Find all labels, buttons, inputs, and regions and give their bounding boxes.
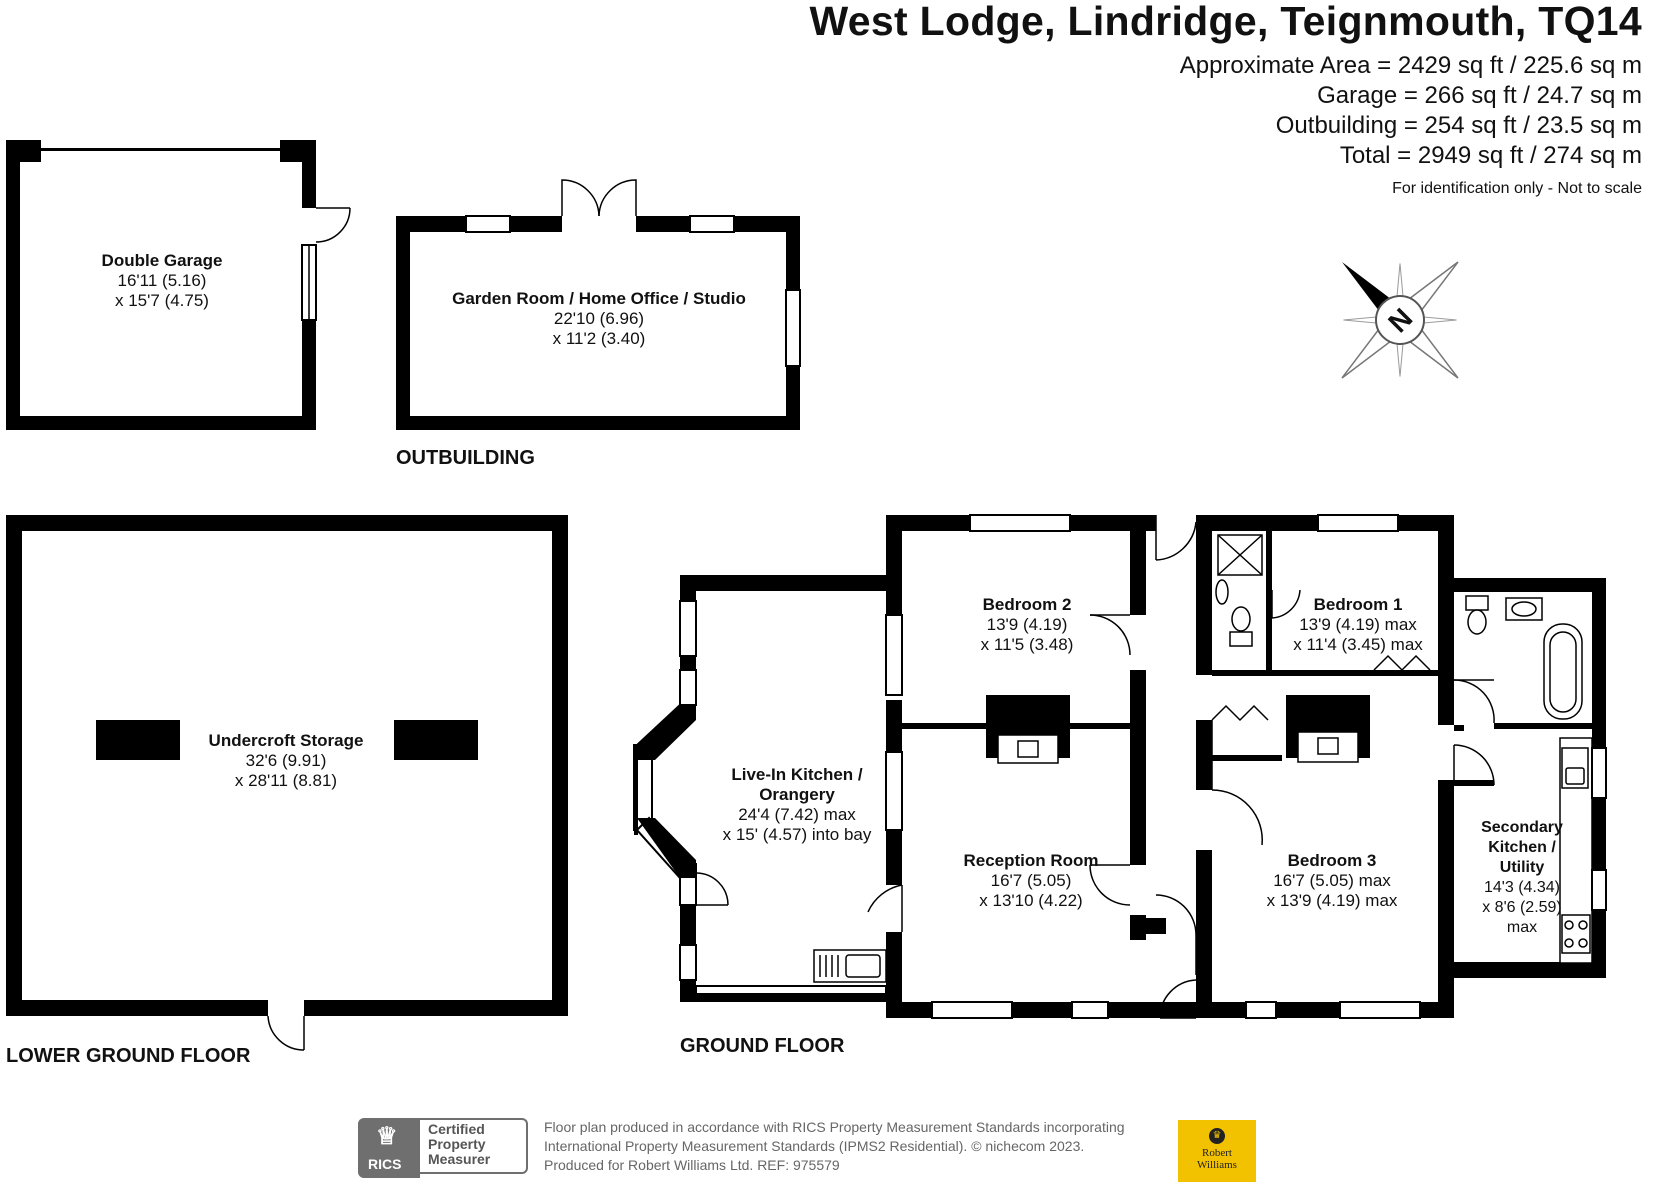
room-label-garden-room: Garden Room / Home Office / Studio 22'10…	[452, 289, 746, 349]
room-dimension: 24'4 (7.42) max	[738, 805, 856, 824]
kitchen-reception-door	[867, 884, 903, 932]
bathroom-utility-doors	[1453, 679, 1495, 786]
legal-notice: Floor plan produced in accordance with R…	[544, 1118, 1125, 1175]
utility-windows	[1591, 747, 1607, 911]
kitchen-bay-outline	[634, 705, 696, 878]
garage-door	[315, 207, 351, 243]
room-dimension: 16'7 (5.05)	[990, 871, 1072, 890]
legal-line: International Property Measurement Stand…	[544, 1138, 1085, 1154]
hallway-walls	[1146, 515, 1196, 1018]
compass-icon	[1341, 261, 1459, 379]
reception-fireplace	[997, 734, 1059, 764]
room-dimension: x 28'11 (8.81)	[234, 771, 338, 790]
room-label-bedroom-3: Bedroom 3 16'7 (5.05) max x 13'9 (4.19) …	[1267, 851, 1398, 911]
badge-line: Measurer	[428, 1151, 491, 1167]
room-dimension: 14'3 (4.34)	[1484, 879, 1560, 896]
bedroom2-window	[969, 514, 1071, 532]
room-dimension: x 13'9 (4.19) max	[1266, 891, 1398, 910]
room-dimension: 22'10 (6.96)	[553, 309, 645, 328]
scale-disclaimer: For identification only - Not to scale	[1392, 180, 1642, 197]
footer: ♕ RICS Certified Property Measurer Floor…	[358, 1118, 1258, 1182]
bedroom1-bedroom3-walls	[1196, 515, 1454, 1018]
room-name: Kitchen /	[1488, 839, 1556, 856]
logo-line: Robert	[1202, 1147, 1232, 1159]
undercroft-door	[267, 1015, 305, 1051]
rics-wordmark: RICS	[368, 1156, 402, 1172]
floor-label-lower-ground: LOWER GROUND FLOOR	[6, 1045, 251, 1067]
bedroom1-doors	[1211, 589, 1431, 846]
room-name: Utility	[1499, 859, 1545, 876]
utility-fixtures	[1559, 737, 1593, 964]
room-label-reception: Reception Room 16'7 (5.05) x 13'10 (4.22…	[963, 851, 1098, 911]
bedroom3-fireplace	[1297, 731, 1359, 763]
kitchen-walls	[680, 515, 902, 1002]
bedroom1-window	[1317, 514, 1399, 532]
room-name: Undercroft Storage	[208, 731, 364, 750]
ensuite-fixtures	[1215, 534, 1263, 647]
approximate-area: Approximate Area = 2429 sq ft / 225.6 sq…	[1179, 52, 1642, 79]
outbuilding-windows	[465, 215, 801, 367]
legal-line: Floor plan produced in accordance with R…	[544, 1119, 1125, 1135]
room-name: Secondary	[1481, 819, 1563, 836]
bedroom2-reception-walls	[886, 515, 1146, 1018]
room-name: Bedroom 1	[1313, 595, 1403, 614]
floor-label-ground: GROUND FLOOR	[680, 1035, 845, 1057]
floor-label-outbuilding: OUTBUILDING	[396, 447, 535, 469]
room-name: Orangery	[759, 785, 835, 804]
room-dimension: 13'9 (4.19) max	[1299, 615, 1417, 634]
room-label-kitchen: Live-In Kitchen / Orangery 24'4 (7.42) m…	[723, 765, 872, 845]
bedroom3-windows	[1245, 1001, 1421, 1019]
kitchen-door	[695, 872, 729, 906]
room-dimension: max	[1506, 919, 1538, 936]
room-dimension: x 11'5 (3.48)	[980, 635, 1074, 654]
outbuilding-area: Outbuilding = 254 sq ft / 23.5 sq m	[1275, 112, 1642, 139]
room-label-utility: Secondary Kitchen / Utility 14'3 (4.34) …	[1481, 818, 1563, 938]
room-dimension: x 13'10 (4.22)	[979, 891, 1083, 910]
kitchen-sink	[813, 949, 887, 983]
property-title: West Lodge, Lindridge, Teignmouth, TQ14	[809, 0, 1642, 44]
room-name: Reception Room	[963, 851, 1099, 870]
room-dimension: x 11'4 (3.45) max	[1293, 635, 1423, 654]
reception-windows	[931, 1001, 1109, 1019]
badge-line: Property	[428, 1136, 486, 1152]
room-name: Double Garage	[101, 251, 223, 270]
legal-line: Produced for Robert Williams Ltd. REF: 9…	[544, 1157, 840, 1173]
room-name: Bedroom 2	[982, 595, 1072, 614]
room-dimension: 16'11 (5.16)	[117, 271, 207, 290]
badge-line: Certified	[428, 1121, 485, 1137]
rics-lion-icon: ♕	[376, 1123, 398, 1150]
room-dimension: x 11'2 (3.40)	[552, 329, 646, 348]
logo-line: Williams	[1197, 1159, 1237, 1171]
bathroom-fixtures	[1465, 595, 1583, 720]
hallway-doors	[1155, 515, 1197, 1019]
outbuilding-walls	[396, 216, 800, 430]
room-label-double-garage: Double Garage 16'11 (5.16) x 15'7 (4.75)	[102, 251, 223, 311]
garage-window	[301, 244, 317, 321]
bedroom2-door	[1089, 614, 1131, 656]
undercroft-walls	[6, 515, 568, 1016]
room-dimension: x 15'7 (4.75)	[115, 291, 209, 310]
kitchen-side-windows	[885, 614, 903, 831]
total-area: Total = 2949 sq ft / 274 sq m	[1339, 142, 1642, 169]
room-label-bedroom-2: Bedroom 2 13'9 (4.19) x 11'5 (3.48)	[981, 595, 1074, 655]
robert-williams-logo: ♛ Robert Williams	[1178, 1120, 1256, 1182]
certified-property-measurer-badge: Certified Property Measurer	[420, 1118, 528, 1174]
room-name: Garden Room / Home Office / Studio	[452, 289, 746, 308]
room-dimension: 16'7 (5.05) max	[1273, 871, 1391, 890]
crest-icon: ♛	[1209, 1128, 1225, 1144]
room-name: Bedroom 3	[1287, 851, 1377, 870]
room-dimension: x 8'6 (2.59)	[1482, 899, 1562, 916]
room-dimension: 32'6 (9.91)	[245, 751, 327, 770]
reception-door	[1089, 864, 1131, 906]
room-label-bedroom-1: Bedroom 1 13'9 (4.19) max x 11'4 (3.45) …	[1293, 595, 1423, 655]
garage-area: Garage = 266 sq ft / 24.7 sq m	[1317, 82, 1642, 109]
outbuilding-french-doors	[561, 179, 637, 217]
garage-walls	[6, 140, 316, 430]
room-dimension: x 15' (4.57) into bay	[722, 825, 872, 844]
room-label-undercroft: Undercroft Storage 32'6 (9.91) x 28'11 (…	[209, 731, 364, 791]
room-dimension: 13'9 (4.19)	[986, 615, 1068, 634]
room-name: Live-In Kitchen /	[731, 765, 863, 784]
rics-logo: ♕ RICS	[358, 1118, 420, 1178]
